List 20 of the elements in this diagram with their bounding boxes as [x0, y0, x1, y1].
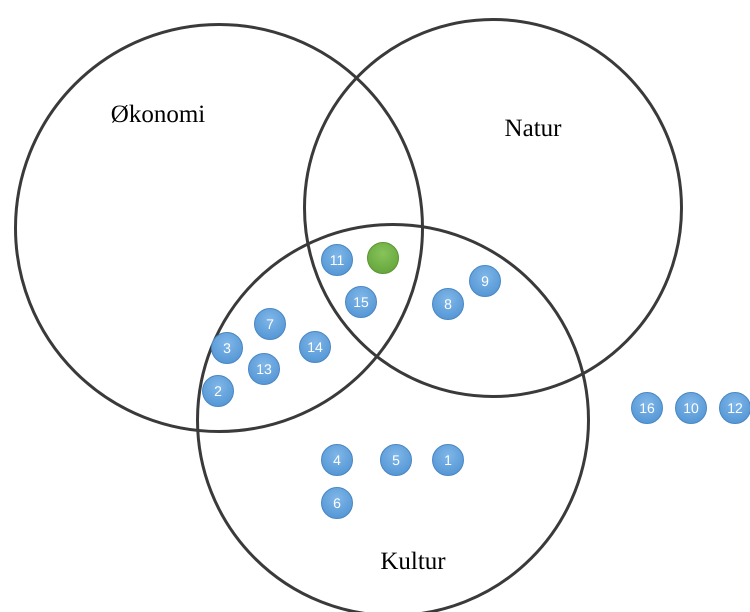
numbered-dot: 13	[248, 353, 280, 385]
numbered-dot: 3	[211, 332, 243, 364]
numbered-dot: 10	[675, 392, 707, 424]
numbered-dot: 9	[469, 265, 501, 297]
numbered-dot: 14	[299, 331, 331, 363]
numbered-dot: 12	[719, 392, 750, 424]
circle-label: Økonomi	[110, 101, 206, 129]
circle-label: Kultur	[380, 548, 446, 576]
numbered-dot: 2	[202, 375, 234, 407]
numbered-dot: 7	[254, 308, 286, 340]
numbered-dot: 11	[321, 244, 353, 276]
numbered-dot: 4	[321, 444, 353, 476]
numbered-dot: 6	[321, 487, 353, 519]
empty-dot	[367, 242, 399, 274]
numbered-dot: 16	[631, 392, 663, 424]
numbered-dot: 5	[380, 444, 412, 476]
numbered-dot: 1	[432, 444, 464, 476]
numbered-dot: 8	[432, 288, 464, 320]
circle-label: Natur	[504, 115, 562, 143]
numbered-dot: 15	[345, 286, 377, 318]
